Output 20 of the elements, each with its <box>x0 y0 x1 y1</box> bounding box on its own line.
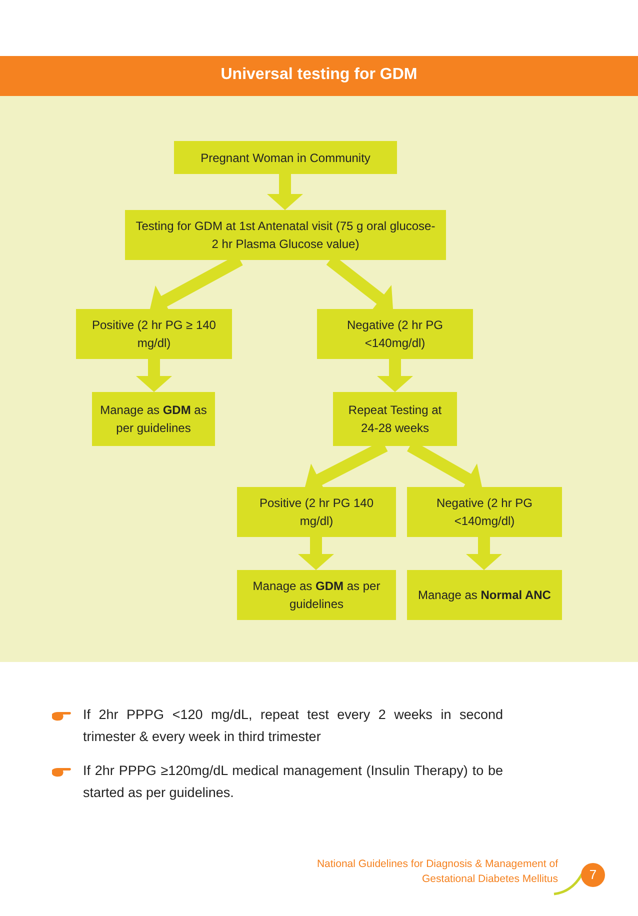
note-text: If 2hr PPPG ≥120mg/dL medical management (Insulin Therapy) to be started as per guidelines. <box>83 762 503 802</box>
page-number: 7 <box>581 863 605 887</box>
arrow <box>136 359 172 392</box>
process-box: Negative (2 hr PG <140mg/dl) <box>317 309 473 359</box>
title: Universal testing for GDM <box>220 66 418 84</box>
process-box: Positive (2 hr PG ≥ 140 mg/dl) <box>76 309 232 359</box>
process-box: Repeat Testing at 24-28 weeks <box>333 392 457 446</box>
process-box: Manage as Normal ANC <box>407 570 562 620</box>
arrow <box>377 359 413 392</box>
process-box: Negative (2 hr PG <140mg/dl) <box>407 487 562 537</box>
process-box: Pregnant Woman in Community <box>174 141 397 174</box>
process-box: Positive (2 hr PG 140 mg/dl) <box>237 487 396 537</box>
process-box: Manage as GDM as per guidelines <box>92 392 215 446</box>
arrow <box>267 174 303 210</box>
process-box: Manage as GDM as per guidelines <box>237 570 396 620</box>
arrow <box>298 537 334 570</box>
arrow <box>466 537 502 570</box>
note-text: If 2hr PPPG <120 mg/dL, repeat test every 2 weeks in second trimester & every week in third trimester <box>83 706 503 746</box>
process-box: Testing for GDM at 1st Antenatal visit (75 g oral glucose- 2 hr Plasma Glucose value) <box>125 210 446 260</box>
footer-text: National Guidelines for Diagnosis & Management of Gestational Diabetes Mellitus <box>316 857 558 887</box>
